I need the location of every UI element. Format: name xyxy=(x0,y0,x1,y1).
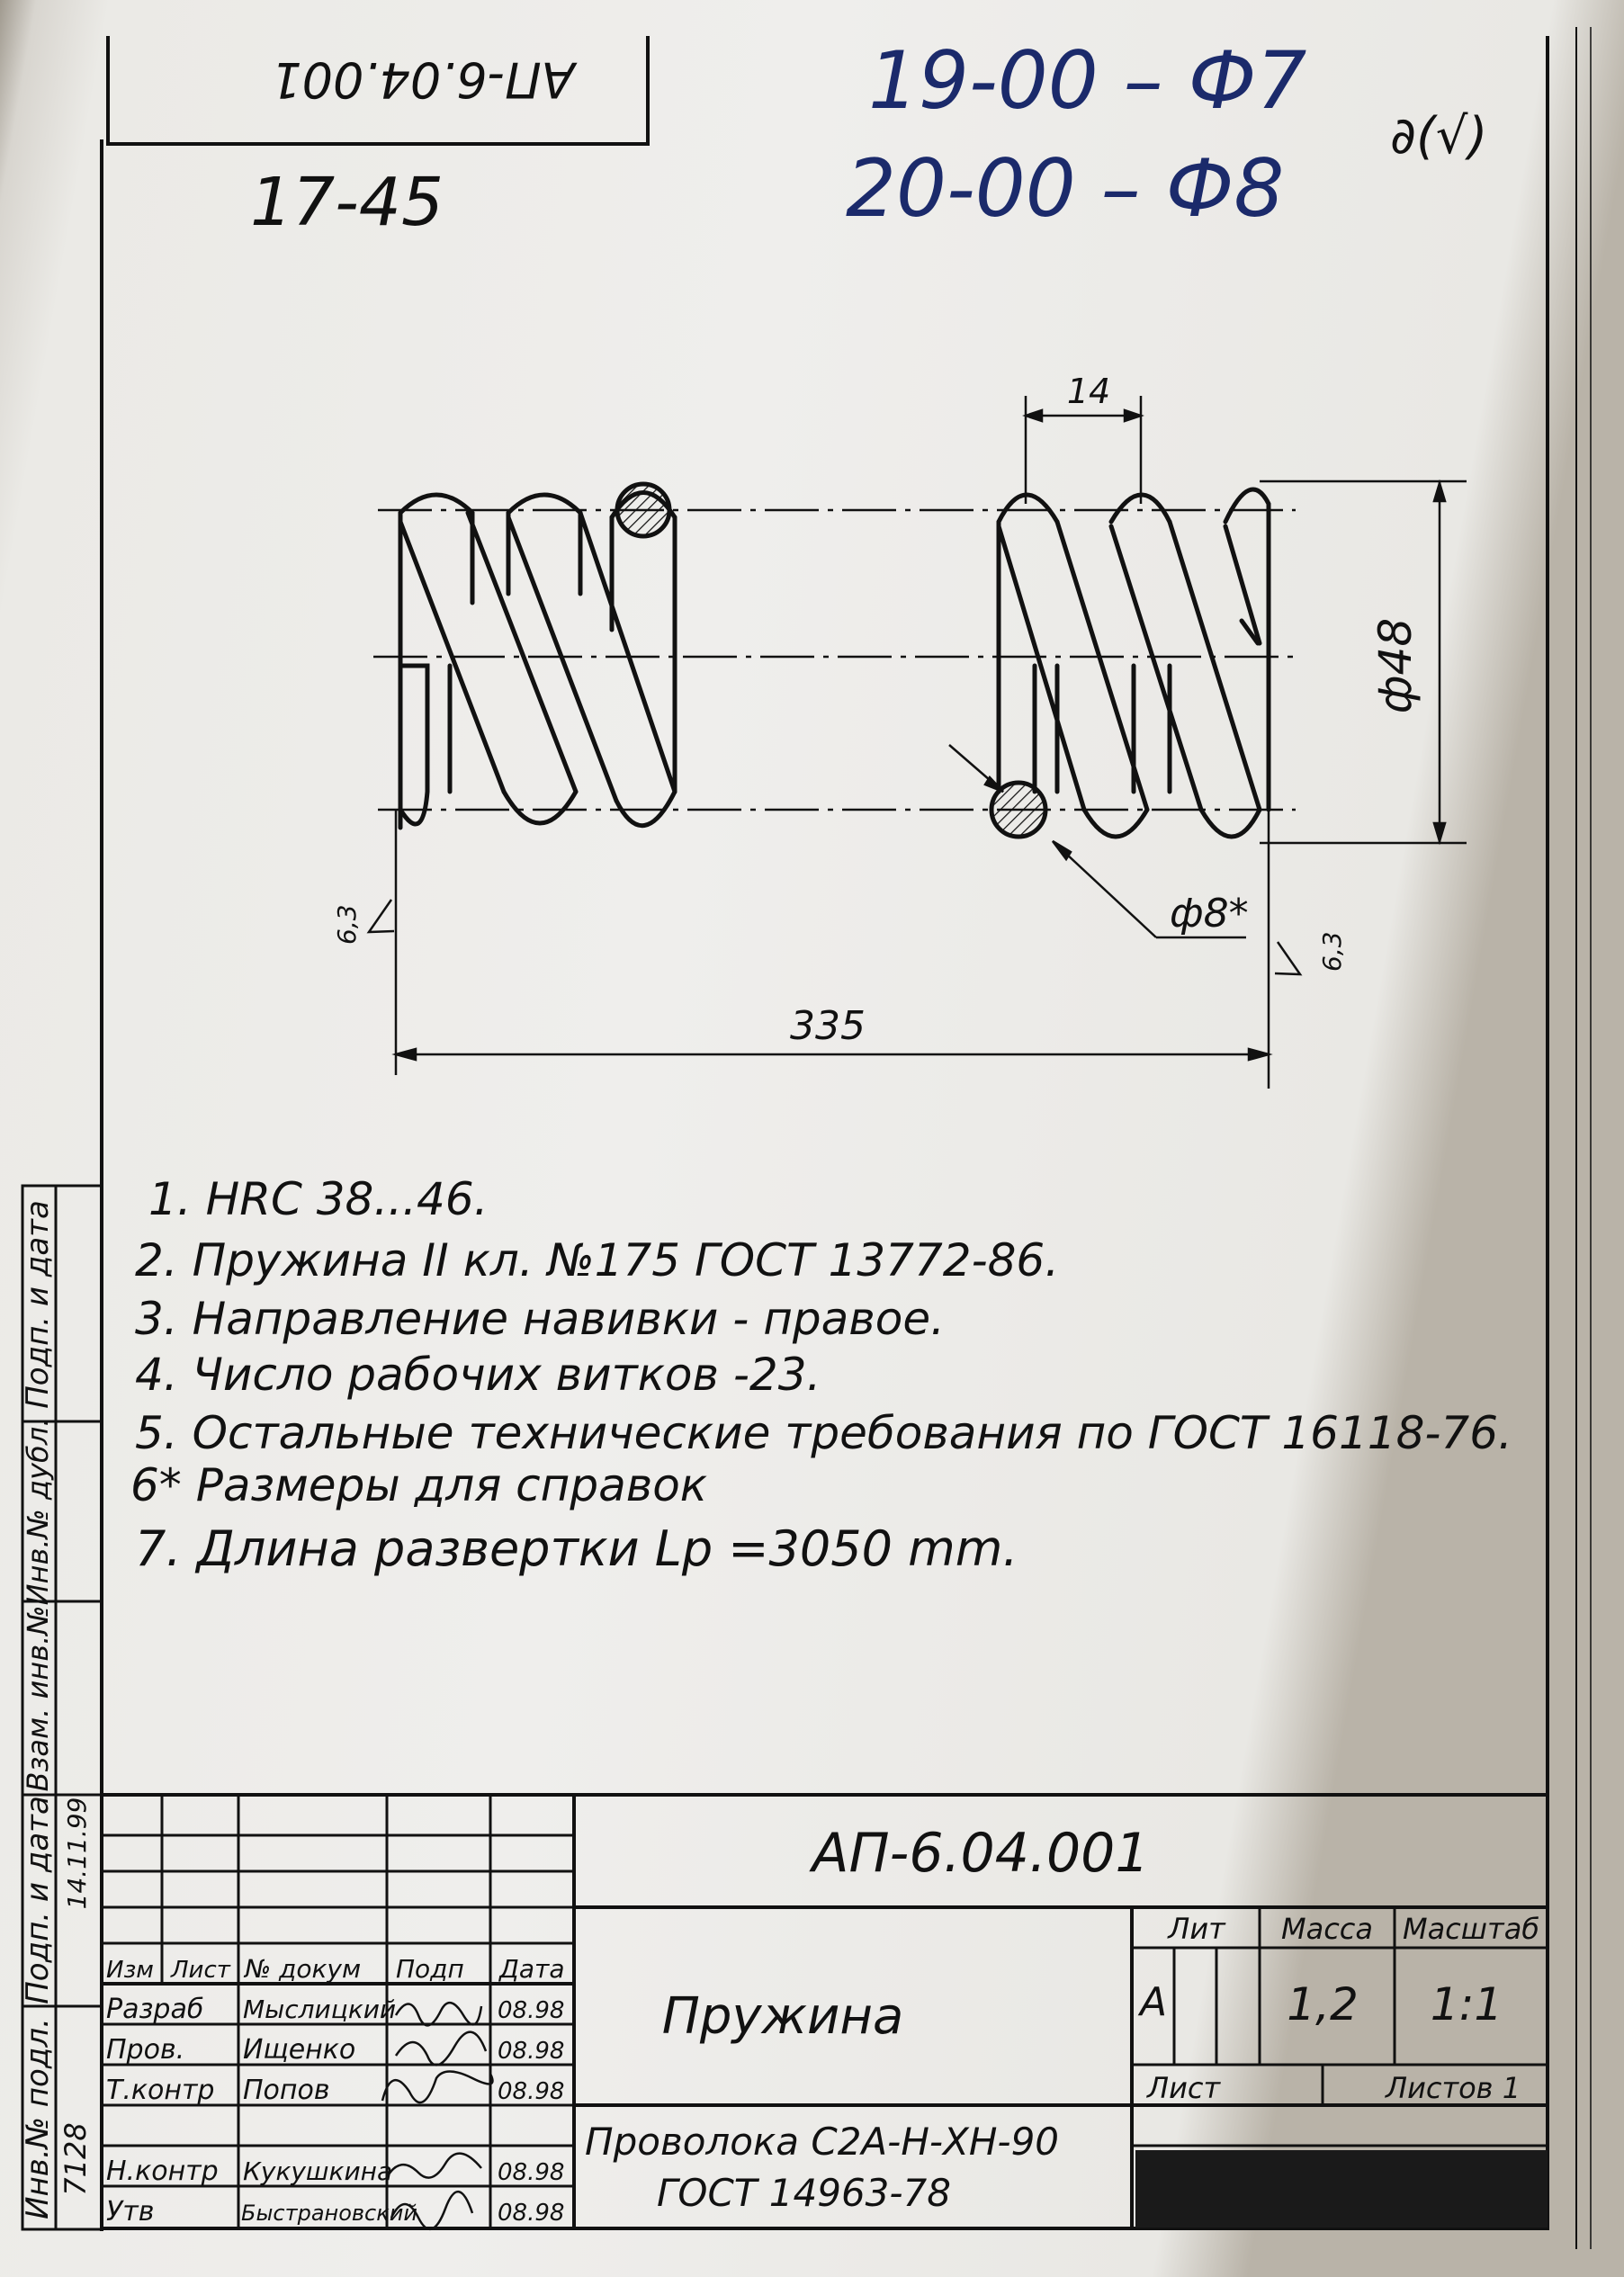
mass-value: 1,2 xyxy=(1287,1978,1359,2030)
date-razrab: 08.98 xyxy=(498,1997,564,2024)
title-block-name: Пружина xyxy=(662,1987,904,2046)
name-nkontr: Кукушкина xyxy=(243,2156,392,2186)
note-5: 5. Остальные технические требования по Г… xyxy=(135,1407,1512,1459)
role-utv: Утв xyxy=(106,2196,154,2228)
mass-label: Масса xyxy=(1281,1912,1373,1946)
note-6: 6* Размеры для справок xyxy=(130,1459,707,1511)
col-header-podp: Подп xyxy=(396,1954,464,1984)
title-block-code: АП-6.04.001 xyxy=(809,1822,1150,1885)
col-header-dokum: № докум xyxy=(243,1954,361,1984)
strip-sign-date: 14.11.99 xyxy=(62,1797,92,1910)
strip-label-vzam: Взам. инв.№ xyxy=(21,1605,55,1791)
roughness-right: 6,3 xyxy=(1317,931,1347,972)
strip-inv-value: 7128 xyxy=(58,2122,93,2195)
date-prov: 08.98 xyxy=(498,2038,564,2065)
redaction-block xyxy=(1135,2150,1548,2228)
note-4: 4. Число рабочих витков -23. xyxy=(135,1349,821,1401)
material-line-2: ГОСТ 14963-78 xyxy=(657,2171,951,2215)
sheet-label: Лист xyxy=(1146,2071,1221,2105)
lit-value: А xyxy=(1137,1979,1167,2025)
note-1: 1. HRC 38...46. xyxy=(148,1173,489,1225)
role-tkontr: Т.контр xyxy=(106,2075,214,2106)
rotated-code: АП-6.04.001 xyxy=(271,51,578,108)
corner-mark: ∂(√) xyxy=(1390,107,1487,166)
name-tkontr: Попов xyxy=(243,2075,330,2106)
strip-label-inv-podl: Инв.№ подл. xyxy=(20,2018,56,2219)
name-utv: Быстрановский xyxy=(241,2201,417,2226)
strip-label-dubl: Инв.№ дубл. xyxy=(21,1418,55,1606)
note-7: 7. Длина развертки Lр =3050 mm. xyxy=(135,1520,1018,1577)
col-header-data: Дата xyxy=(498,1954,565,1984)
material-line-1: Проволока С2А-Н-ХН-90 xyxy=(585,2120,1059,2164)
scale-label: Масштаб xyxy=(1403,1912,1539,1946)
dim-wire-diameter: ф8* xyxy=(1170,891,1249,937)
note-time: 17-45 xyxy=(250,164,444,241)
center-lines xyxy=(373,508,1296,811)
note-top-right-2: 20-00 – Ф8 xyxy=(846,142,1284,235)
date-utv: 08.98 xyxy=(498,2200,564,2227)
roughness-left: 6,3 xyxy=(332,904,362,945)
technical-notes: 1. HRC 38...46. 2. Пружина II кл. №175 Г… xyxy=(130,1173,1512,1577)
name-prov: Ищенко xyxy=(243,2034,355,2066)
note-top-right-1: 19-00 – Ф7 xyxy=(868,34,1306,127)
col-header-izm: Изм xyxy=(106,1957,154,1984)
name-razrab: Мыслицкий xyxy=(243,1995,396,2024)
role-prov: Пров. xyxy=(106,2034,184,2066)
dimension-lines xyxy=(366,396,1467,1089)
date-tkontr: 08.98 xyxy=(498,2078,564,2105)
signatures xyxy=(381,2002,494,2230)
scale-value: 1:1 xyxy=(1431,1978,1503,2030)
dim-length: 335 xyxy=(790,1003,866,1049)
strip-label-podp-2: Подп. и дата xyxy=(20,1200,56,1409)
note-2: 2. Пружина II кл. №175 ГОСТ 13772-86. xyxy=(135,1234,1059,1286)
left-side-strip xyxy=(21,1184,103,2231)
signature-rows: Разраб Мыслицкий 08.98 Пров. Ищенко 08.9… xyxy=(106,1994,564,2228)
note-3: 3. Направление навивки - правое. xyxy=(135,1293,945,1345)
spring-right-view xyxy=(996,487,1271,839)
lit-label: Лит xyxy=(1167,1912,1226,1946)
dim-outer-diameter: ф48 xyxy=(1369,618,1422,713)
sheets-label: Листов 1 xyxy=(1385,2071,1521,2105)
role-nkontr: Н.контр xyxy=(106,2156,219,2187)
role-razrab: Разраб xyxy=(106,1994,203,2025)
dim-pitch: 14 xyxy=(1067,372,1110,411)
spring-left-view xyxy=(398,490,677,830)
title-block xyxy=(102,1793,1549,2228)
strip-label-podp-1: Подп. и дата xyxy=(20,1796,56,2004)
date-nkontr: 08.98 xyxy=(498,2159,564,2186)
col-header-list: Лист xyxy=(170,1957,231,1984)
